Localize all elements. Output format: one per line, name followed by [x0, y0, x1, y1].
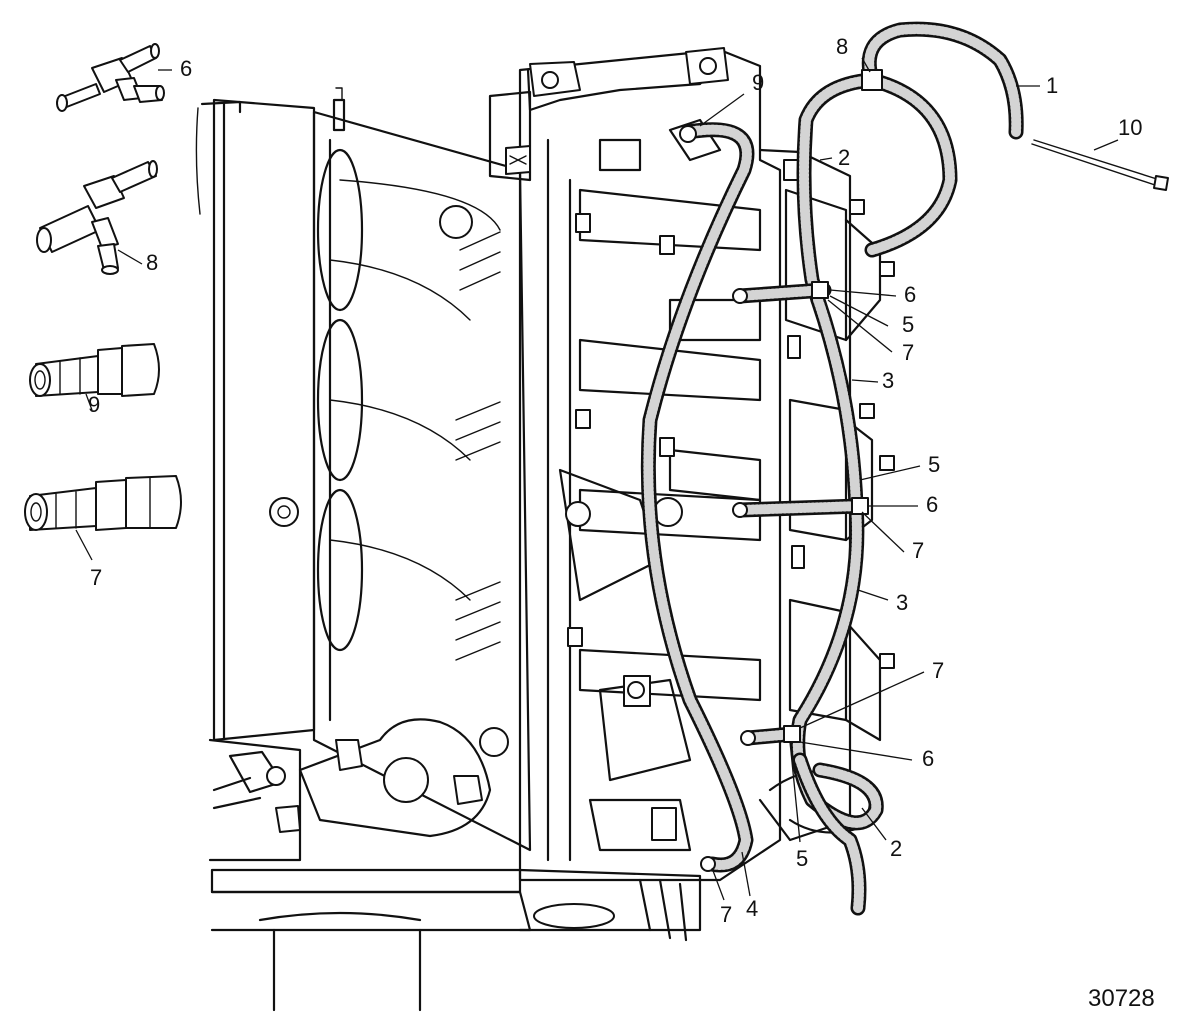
- callout-9-inset: 9: [88, 392, 100, 417]
- callout-9: 9: [752, 70, 764, 95]
- callout-5-lower: 5: [796, 846, 808, 871]
- callout-7-inset: 7: [90, 565, 102, 590]
- cylinder-block: [488, 47, 782, 882]
- callout-8-inset: 8: [146, 250, 158, 275]
- callout-6-middle: 6: [926, 492, 938, 517]
- hose-1: [861, 21, 1024, 140]
- callout-1: 1: [1046, 73, 1058, 98]
- callout-10: 10: [1118, 115, 1142, 140]
- tee-fitting-6-lower: [783, 725, 801, 743]
- callout-2-lower: 2: [890, 836, 902, 861]
- fitting-7-lower: [740, 730, 756, 746]
- tee-fitting-6-middle: [851, 497, 869, 515]
- tee-fitting-8-installed: [861, 69, 883, 91]
- leader-inset-9: [85, 393, 93, 411]
- callout-2-upper: 2: [838, 145, 850, 170]
- inset-straight-fitting-7: [24, 475, 182, 531]
- fitting-7-upper: [732, 288, 748, 304]
- cable-tie-10: [1031, 139, 1169, 191]
- callout-6-lower: 6: [922, 746, 934, 771]
- callout-6-inset: 6: [180, 56, 192, 81]
- fitting-7-bottom: [700, 856, 716, 872]
- hose-2: [796, 72, 958, 308]
- fitting-7-middle: [732, 502, 748, 518]
- oil-pan-base: [210, 868, 702, 1012]
- callout-5-middle: 5: [928, 452, 940, 477]
- tee-fitting-6-upper: [811, 281, 829, 299]
- callout-7-middle: 7: [912, 538, 924, 563]
- inset-straight-fitting-9: [29, 343, 160, 397]
- callout-4: 4: [746, 896, 758, 921]
- callout-5-upper: 5: [902, 312, 914, 337]
- inset-tee-fitting-6: [56, 43, 165, 112]
- fitting-9-installed: [679, 125, 697, 143]
- callout-6-upper: 6: [904, 282, 916, 307]
- callout-7-bottom: 7: [720, 902, 732, 927]
- intake-manifold: [195, 87, 532, 862]
- figure-number: 30728: [1088, 985, 1155, 1012]
- leader-inset-8: [117, 249, 143, 265]
- inset-tee-fitting-8: [36, 160, 158, 275]
- hose-4: [640, 122, 755, 873]
- callout-7-upper: 7: [902, 340, 914, 365]
- leader-lines: [699, 57, 1119, 901]
- callout-8: 8: [836, 34, 848, 59]
- leader-inset-7: [75, 529, 93, 561]
- callout-3-upper: 3: [882, 368, 894, 393]
- callout-3-lower: 3: [896, 590, 908, 615]
- hose-3: [790, 292, 884, 916]
- thermostat-housing: [212, 718, 492, 838]
- callout-7-lower: 7: [932, 658, 944, 683]
